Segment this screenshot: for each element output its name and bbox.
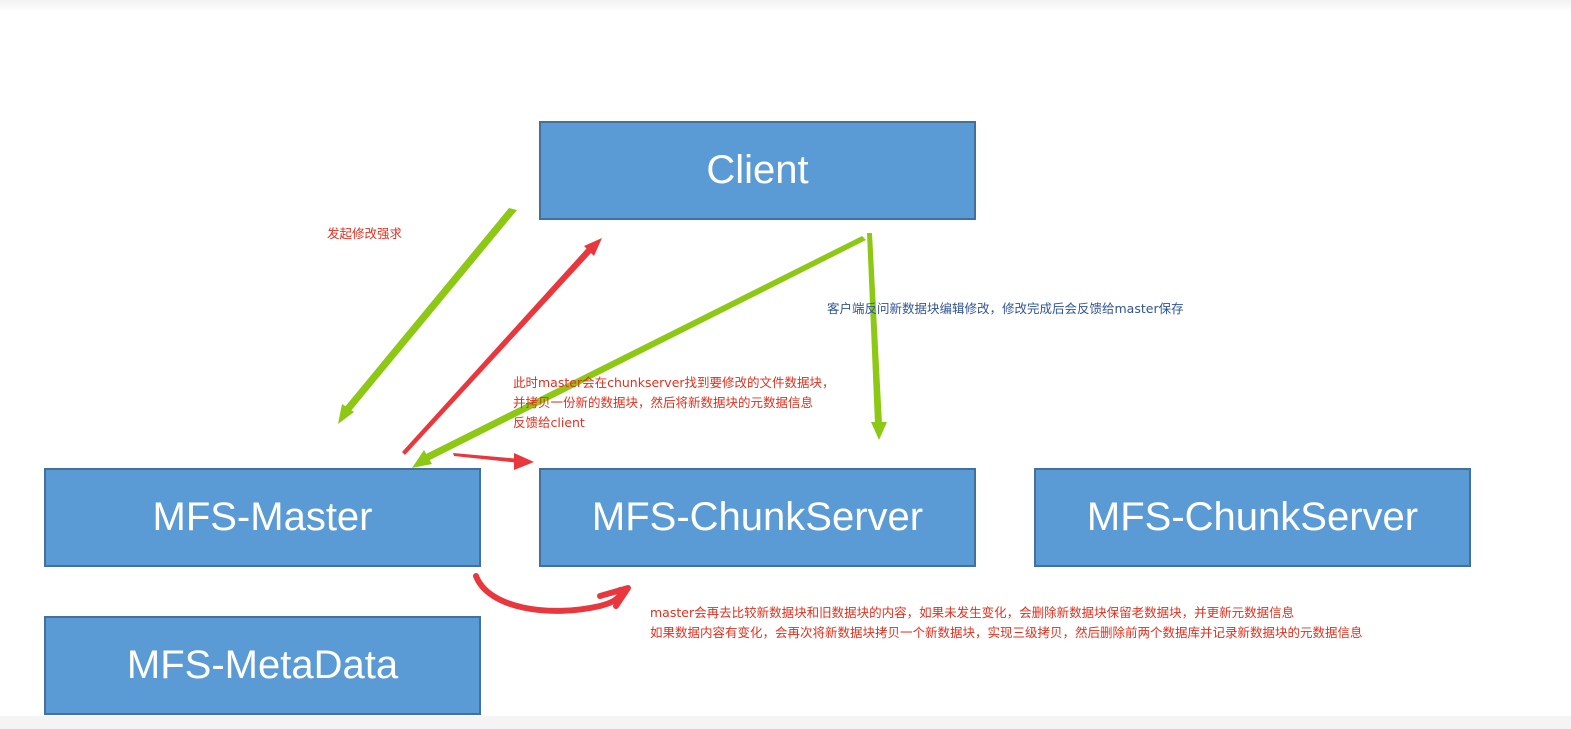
note-master-find-line-3: 反馈给client bbox=[513, 415, 585, 430]
mfs-chunkserver-node-2: MFS-ChunkServer bbox=[1034, 468, 1471, 567]
client-label: Client bbox=[706, 148, 809, 192]
mfs-metadata-label: MFS-MetaData bbox=[126, 643, 399, 687]
mfs-chunkserver-node-1: MFS-ChunkServer bbox=[539, 468, 976, 567]
arrow-client-to-master bbox=[338, 208, 517, 424]
note-client-feedback: 客户端反问新数据块编辑修改，修改完成后会反馈给master保存 bbox=[827, 301, 1184, 316]
arrow-client-to-chunkserver bbox=[867, 233, 887, 440]
arrow-curve-master-to-chunkserver bbox=[473, 573, 631, 614]
note-master-find-line-1: 此时master会在chunkserver找到要修改的文件数据块， bbox=[513, 375, 835, 390]
mfs-master-node: MFS-Master bbox=[44, 468, 481, 567]
note-master-compare-line-2: 如果数据内容有变化，会再次将新数据块拷贝一个新数据块，实现三级拷贝，然后删除前两… bbox=[650, 625, 1363, 640]
arrow-master-to-chunkserver bbox=[453, 453, 534, 470]
arrow-master-to-client bbox=[402, 238, 602, 455]
bottom-edge-shadow bbox=[0, 716, 1571, 729]
note-request: 发起修改强求 bbox=[327, 226, 403, 241]
note-master-compare: master会再去比较新数据块和旧数据块的内容，如果未发生变化，会删除新数据块保… bbox=[650, 603, 1363, 643]
top-edge-shadow bbox=[0, 0, 1571, 12]
arrow-client-feedback-to-master bbox=[412, 236, 866, 468]
mfs-chunkserver-label-1: MFS-ChunkServer bbox=[591, 495, 924, 539]
note-master-find: 此时master会在chunkserver找到要修改的文件数据块， 并拷贝一份新… bbox=[513, 373, 835, 433]
client-node: Client bbox=[539, 121, 976, 220]
mfs-metadata-node: MFS-MetaData bbox=[44, 616, 481, 715]
mfs-chunkserver-label-2: MFS-ChunkServer bbox=[1086, 495, 1419, 539]
mfs-master-label: MFS-Master bbox=[152, 495, 373, 539]
note-master-find-line-2: 并拷贝一份新的数据块，然后将新数据块的元数据信息 bbox=[513, 395, 814, 410]
note-master-compare-line-1: master会再去比较新数据块和旧数据块的内容，如果未发生变化，会删除新数据块保… bbox=[650, 605, 1295, 620]
